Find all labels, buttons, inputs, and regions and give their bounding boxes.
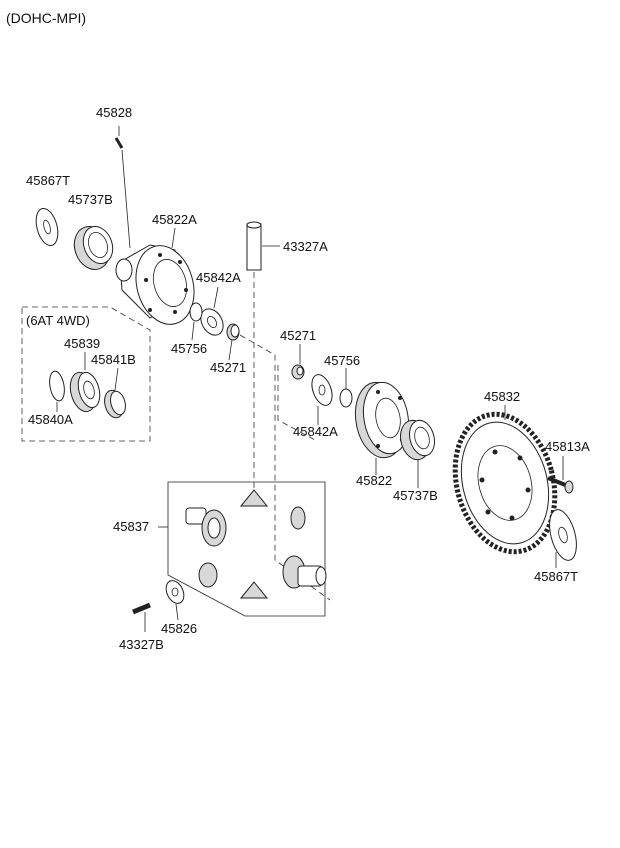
part-label-45271-right[interactable]: 45271 — [280, 328, 317, 343]
part-label-45822[interactable]: 45822 — [356, 473, 393, 488]
washer-45867t-right — [549, 509, 577, 561]
case-half-45822 — [354, 381, 410, 459]
part-label-45826[interactable]: 45826 — [161, 621, 198, 636]
differential-case-45822a — [115, 244, 195, 325]
ring-45271-right — [291, 364, 305, 380]
part-label-45842a-right[interactable]: 45842A — [293, 424, 338, 439]
washer-45867t-top — [35, 207, 59, 247]
pinion-gear-right — [290, 506, 306, 530]
bearing-45839 — [69, 371, 101, 413]
ring-45841b — [104, 389, 126, 419]
part-label-45840a[interactable]: 45840A — [28, 412, 73, 427]
shaft-43327a — [246, 221, 262, 271]
part-label-45832[interactable]: 45832 — [484, 389, 521, 404]
group-label-6at-4wd: (6AT 4WD) — [26, 313, 90, 328]
part-label-45867t-top[interactable]: 45867T — [26, 173, 71, 188]
ring-45756-left — [189, 302, 203, 322]
part-label-45756-right[interactable]: 45756 — [324, 353, 361, 368]
part-label-45841b[interactable]: 45841B — [91, 352, 136, 367]
ring-45756-right — [339, 388, 353, 408]
part-label-45837[interactable]: 45837 — [113, 519, 150, 534]
part-label-43327b[interactable]: 43327B — [119, 637, 164, 652]
diagram-title: (DOHC-MPI) — [6, 10, 87, 26]
part-label-45828[interactable]: 45828 — [96, 105, 133, 120]
pinion-gear-bottom — [239, 581, 269, 599]
part-label-45842a-top[interactable]: 45842A — [196, 270, 241, 285]
part-label-45737b-right[interactable]: 45737B — [393, 488, 438, 503]
part-label-45867t-right[interactable]: 45867T — [534, 569, 579, 584]
part-label-45822a[interactable]: 45822A — [152, 212, 197, 227]
bearing-45737b-top — [73, 226, 114, 270]
pinion-gear-top — [239, 489, 269, 507]
side-gear-right — [282, 555, 327, 589]
bolt-45813a — [547, 476, 574, 494]
side-gear-left — [185, 507, 227, 547]
part-label-43327a[interactable]: 43327A — [283, 239, 328, 254]
washer-45826 — [165, 580, 185, 604]
bearing-45737b-right — [400, 419, 435, 461]
pinion-gear-left — [198, 562, 218, 588]
pin-43327b — [132, 602, 151, 615]
ring-gear-45832 — [452, 411, 558, 555]
gear-set-box-45837 — [167, 481, 326, 617]
part-label-45737b-top[interactable]: 45737B — [68, 192, 113, 207]
ring-45840a — [49, 370, 65, 402]
part-label-45271-left[interactable]: 45271 — [210, 360, 247, 375]
part-label-45813a[interactable]: 45813A — [545, 439, 590, 454]
washer-45842a-top — [200, 308, 224, 336]
pin-45828 — [114, 137, 124, 149]
part-label-45839[interactable]: 45839 — [64, 336, 101, 351]
ring-45271-left — [226, 323, 240, 341]
washer-45842a-right — [311, 374, 333, 406]
group-box-6at-4wd — [21, 306, 151, 442]
part-label-45756-left[interactable]: 45756 — [171, 341, 208, 356]
